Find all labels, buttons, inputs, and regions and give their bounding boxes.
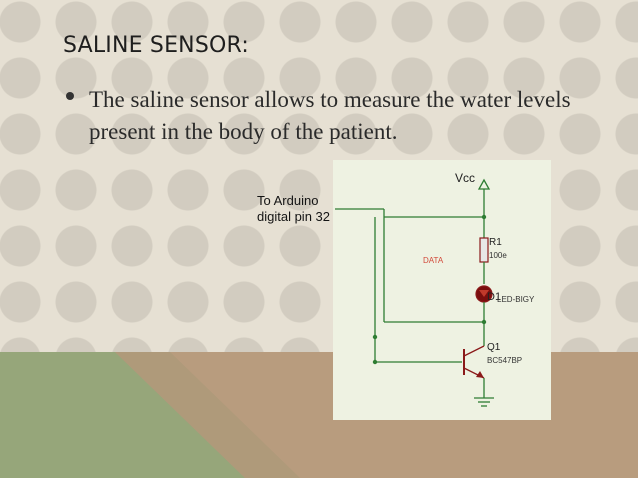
resistor-r1 (479, 237, 489, 263)
q1-name-label: Q1 (487, 342, 501, 353)
vcc-label: Vcc (455, 171, 476, 185)
bullet-text: The saline sensor allows to measure the … (89, 87, 571, 144)
slide-title: SALINE SENSOR: (63, 33, 249, 58)
vcc-terminal-icon (477, 178, 491, 190)
arduino-label-line2: digital pin 32 (257, 209, 330, 224)
arduino-pin-label: To Arduino digital pin 32 (257, 193, 330, 225)
bullet-marker (66, 92, 74, 100)
q1-part-label: BC547BP (487, 356, 523, 365)
arduino-label-line1: To Arduino (257, 193, 319, 208)
junction-dot (372, 334, 378, 340)
data-net-label: DATA (423, 256, 444, 265)
led-arrow-icon (479, 290, 489, 297)
junction-dot (372, 359, 378, 365)
r1-name-label: R1 (489, 237, 502, 248)
led-part-label: LED-BIGY (497, 295, 535, 304)
d1-name-label: D1 (487, 291, 502, 303)
transistor-emitter-arrow-icon (476, 371, 484, 378)
r1-value-label: 100e (489, 251, 507, 260)
circuit-diagram-panel (333, 160, 551, 420)
transistor-collector (463, 345, 485, 357)
